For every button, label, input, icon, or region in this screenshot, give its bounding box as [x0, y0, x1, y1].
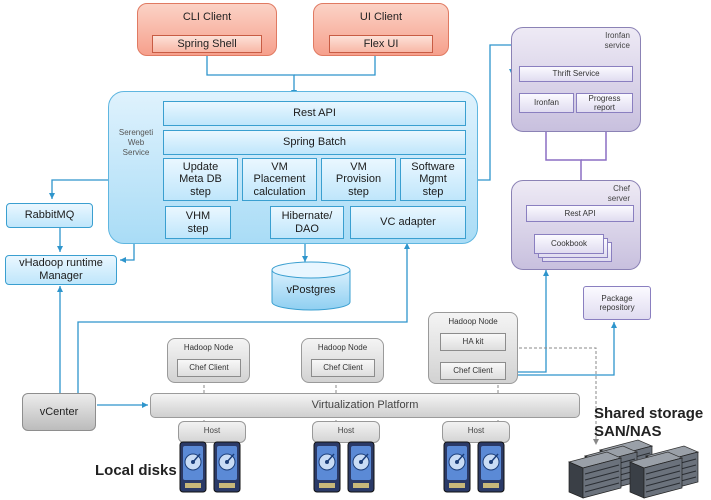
hadoop-node-1-title: Hadoop Node	[183, 343, 234, 352]
serengeti-label-line3: Service	[122, 148, 150, 157]
step2-line2: Placement	[253, 173, 306, 186]
package-line1: Package	[601, 293, 633, 303]
ui-client: UI Client Flex UI	[313, 3, 449, 56]
local-disks-label: Local disks	[95, 462, 177, 479]
cookbook-box: Cookbook	[534, 234, 604, 254]
host-2: Host	[312, 421, 380, 443]
step2-line3: calculation	[253, 185, 306, 198]
hadoop-node-3-title: Hadoop Node	[448, 317, 498, 326]
package-line2: repository	[599, 303, 635, 312]
thrift-service-box: Thrift Service	[519, 66, 633, 82]
serengeti-label: Serengeti Web Service	[111, 128, 161, 158]
hibernate-line1: Hibernate/	[281, 209, 333, 222]
hibernate-dao-box: Hibernate/ DAO	[270, 206, 344, 239]
step3-line3: step	[348, 185, 369, 198]
hadoop-node-2: Hadoop Node Chef Client	[301, 338, 384, 383]
flex-ui-box: Flex UI	[329, 35, 433, 53]
package-repository: Package repository	[583, 286, 651, 320]
vhm-step: VHM step	[165, 206, 231, 239]
vc-adapter-box: VC adapter	[350, 206, 466, 239]
step3-line2: Provision	[335, 173, 382, 186]
ui-to-rest-connector	[294, 56, 376, 76]
step4-line3: step	[422, 185, 444, 198]
hibernate-line2: DAO	[295, 222, 319, 235]
chef-server-label: Chef server	[608, 184, 630, 203]
chef-label-line2: server	[607, 193, 630, 203]
spring-batch-box: Spring Batch	[163, 130, 466, 155]
ui-client-title: UI Client	[359, 11, 403, 23]
host-2-label: Host	[337, 426, 355, 435]
chef-label-line1: Chef	[613, 184, 630, 193]
step2-line1: VM	[271, 160, 288, 173]
host-3: Host	[442, 421, 510, 443]
chef-rest-api-box: Rest API	[526, 205, 634, 222]
update-metadb-step: Update Meta DB step	[163, 158, 238, 201]
step4-line2: Mgmt	[419, 173, 447, 186]
cli-to-rest-connector	[206, 56, 297, 96]
hadoop-node-2-title: Hadoop Node	[317, 343, 368, 352]
chef-client-2: Chef Client	[311, 359, 375, 377]
vhm-line1: VHM	[185, 209, 211, 222]
vhm-line2: step	[187, 222, 209, 235]
sws-to-rabbitmq-connector	[49, 179, 134, 199]
vhadoop-runtime-manager: vHadoop runtime Manager	[5, 255, 117, 285]
ironfan-box: Ironfan	[519, 93, 574, 113]
chef-client-3: Chef Client	[440, 362, 506, 380]
host-1-label: Host	[203, 426, 221, 435]
virtualization-platform: Virtualization Platform	[150, 393, 580, 418]
step1-line1: Update	[182, 160, 219, 173]
progress-report-box: Progress report	[576, 93, 633, 113]
serengeti-label-line2: Web	[127, 138, 145, 147]
step4-line1: Software	[411, 160, 455, 173]
step1-line2: Meta DB	[179, 173, 222, 186]
ironfan-label-line1: Ironfan	[605, 31, 630, 40]
host-1: Host	[178, 421, 246, 443]
vm-provision-step: VM Provision step	[321, 158, 396, 201]
ironfan-label-line2: service	[604, 40, 630, 50]
chef-client-1: Chef Client	[177, 359, 241, 377]
progress-line2: report	[594, 103, 615, 112]
ha-kit-box: HA kit	[440, 333, 506, 351]
spring-shell-box: Spring Shell	[152, 35, 262, 53]
host-3-label: Host	[467, 426, 485, 435]
hadoop-node-1: Hadoop Node Chef Client	[167, 338, 250, 383]
shared-storage-line1: Shared storage	[594, 405, 704, 422]
shared-storage-line2: SAN/NAS	[594, 423, 662, 440]
shared-storage-label: Shared storage SAN/NAS	[594, 405, 703, 441]
vm-placement-step: VM Placement calculation	[242, 158, 317, 201]
cli-client-title: CLI Client	[182, 11, 232, 23]
vhadoop-line1: vHadoop runtime	[19, 257, 103, 270]
vhadoop-line2: Manager	[39, 270, 83, 282]
step3-line1: VM	[350, 160, 367, 173]
vpostgres-label: vPostgres	[286, 283, 336, 296]
ironfan-service-label: Ironfan service	[605, 31, 630, 50]
vcenter-box: vCenter	[22, 393, 96, 431]
step1-line3: step	[190, 185, 211, 198]
chefclient-to-package-connector	[497, 322, 617, 376]
vcenter-to-vcadapter-connector	[77, 243, 410, 393]
cli-client: CLI Client Spring Shell	[137, 3, 277, 56]
progress-line1: Progress	[588, 93, 621, 103]
rabbitmq-box: RabbitMQ	[6, 203, 93, 228]
serengeti-label-line1: Serengeti	[118, 128, 154, 137]
rest-api-box: Rest API	[163, 101, 466, 126]
hadoop-node-3: Hadoop Node HA kit Chef Client	[428, 312, 518, 384]
software-mgmt-step: Software Mgmt step	[400, 158, 466, 201]
